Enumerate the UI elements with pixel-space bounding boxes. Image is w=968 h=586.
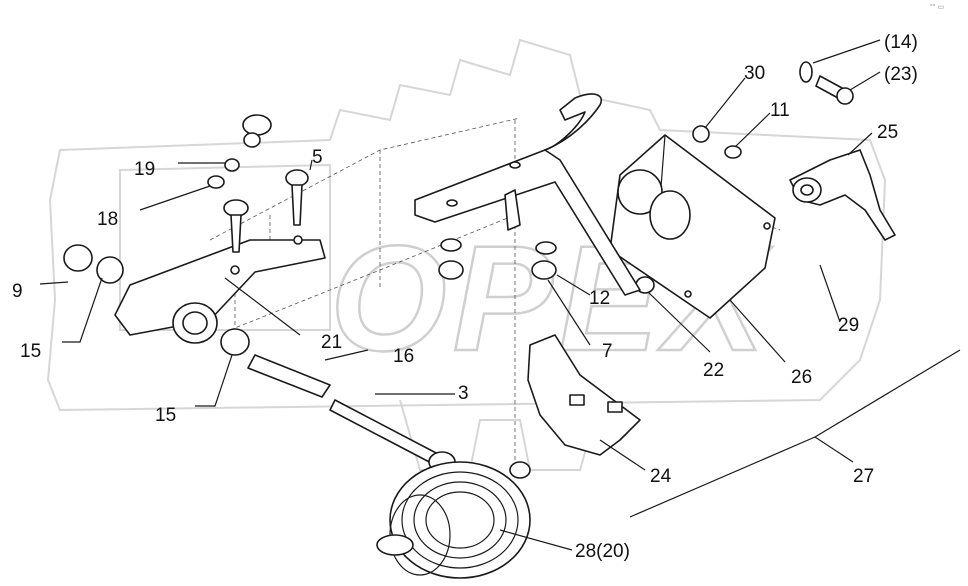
bushing-15-lower: [220, 328, 250, 356]
washer-left: [440, 238, 462, 252]
hook-bar: [414, 93, 641, 296]
lever-arm-21: [114, 235, 326, 344]
grease-cap-19: [224, 114, 272, 172]
callout-19: 19: [134, 159, 155, 180]
pin-with-washer: [799, 61, 854, 105]
bushing-15-left: [96, 256, 124, 284]
nut-left: [438, 260, 464, 280]
callout-12: 12: [589, 288, 610, 309]
callout-26: 26: [791, 367, 812, 388]
callout-28: 28(20): [575, 541, 630, 562]
callouts: (14) (23) 30 11 25 19 5 18 9 15 21 16 15…: [12, 32, 918, 562]
bolt-upper-left: [223, 199, 249, 253]
callout-27: 27: [853, 466, 874, 487]
bolt-5: [285, 169, 309, 226]
washer-12: [535, 241, 557, 255]
nut-12: [531, 260, 557, 280]
callout-11: 11: [770, 100, 790, 121]
callout-21: 21: [321, 332, 342, 353]
fitting-18: [207, 175, 225, 189]
plate-24: [527, 334, 641, 456]
spring-28: [376, 461, 531, 579]
callout-22: 22: [703, 360, 724, 381]
callout-25: 25: [877, 122, 898, 143]
callout-5: 5: [312, 147, 323, 168]
callout-16: 16: [393, 346, 414, 367]
callout-14: (14): [884, 32, 918, 53]
callout-15-left: 15: [20, 341, 41, 362]
callout-29: 29: [838, 315, 859, 336]
callout-24: 24: [650, 466, 672, 487]
leader-lines: [39, 39, 961, 551]
nut-30: [692, 125, 710, 143]
callout-3: 3: [458, 383, 469, 404]
callout-15-lower: 15: [155, 405, 176, 426]
washer-11: [724, 145, 742, 159]
lever-part: [789, 149, 896, 241]
nut-9: [63, 244, 93, 272]
corner-mark: °° ▭: [930, 3, 944, 11]
long-bolt-3: [329, 399, 456, 473]
sleeve-16: [247, 354, 331, 398]
callout-7: 7: [602, 341, 613, 362]
callout-9: 9: [12, 281, 23, 302]
callout-30: 30: [744, 63, 765, 84]
callout-23: (23): [884, 64, 918, 85]
callout-18: 18: [97, 209, 118, 230]
